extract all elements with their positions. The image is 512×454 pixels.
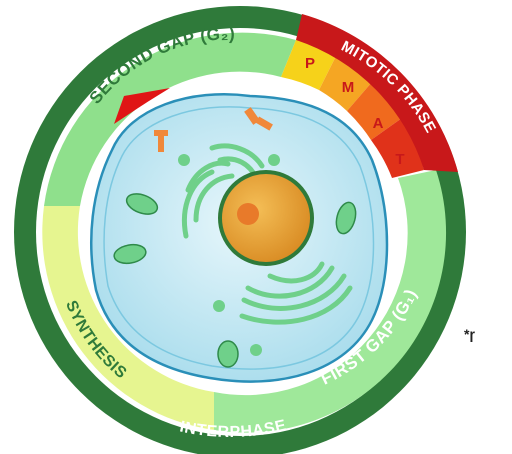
synthesis-band xyxy=(42,206,215,430)
mitosis-stage-telophase-band xyxy=(371,118,424,178)
mitosis-stage-prophase: P xyxy=(305,55,315,72)
mitosis-stage-metaphase: M xyxy=(342,79,355,96)
mitosis-stage-anaphase-band xyxy=(347,82,402,140)
g1-band xyxy=(214,170,447,433)
nucleolus xyxy=(237,203,259,225)
interphase-label: INTERPHASE xyxy=(178,417,288,441)
mitosis-stage-prophase-band xyxy=(281,40,336,90)
endoplasmic-reticulum xyxy=(182,143,353,325)
nucleus xyxy=(218,170,314,266)
mitosis-stage-anaphase: A xyxy=(373,115,384,132)
mitotic-phase-banner xyxy=(296,14,458,172)
stray-mark: *ɼ xyxy=(464,326,475,342)
cycle-direction-arrow xyxy=(114,88,170,124)
vesicles xyxy=(178,154,280,356)
mitosis-stage-metaphase-band xyxy=(319,56,372,111)
mitosis-stage-telophase: T xyxy=(395,151,404,168)
centrioles xyxy=(154,107,273,152)
g2-band xyxy=(44,32,296,206)
mitochondria xyxy=(113,193,357,368)
